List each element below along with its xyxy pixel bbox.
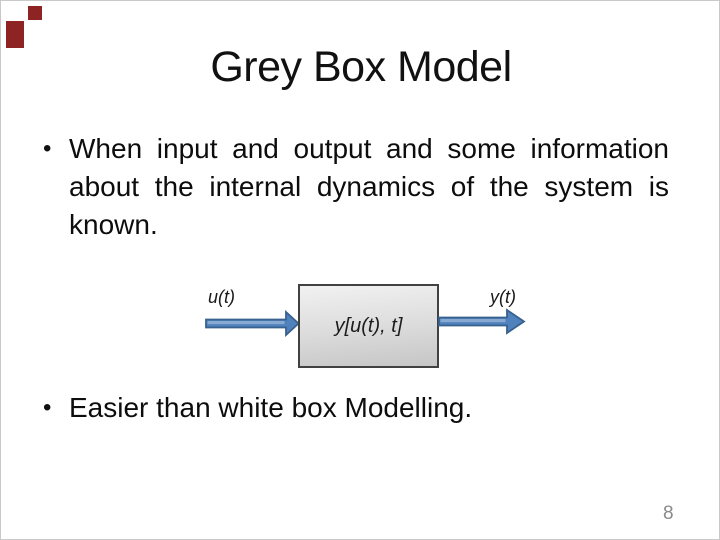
process-box: y[u(t), t] bbox=[298, 284, 439, 368]
bullet-text-1: When input and output and some informati… bbox=[69, 130, 669, 244]
input-arrow-icon bbox=[205, 310, 300, 337]
bullet2-line: Easier than white box Modelling. bbox=[69, 392, 473, 423]
bullet-text-2: Easier than white box Modelling. bbox=[69, 389, 669, 427]
output-signal-label: y(t) bbox=[490, 287, 516, 307]
bullet1-line-2: about the internal dynamics of the syste… bbox=[69, 171, 669, 202]
corner-accent-large bbox=[6, 21, 24, 48]
bullet-item-1: • When input and output and some informa… bbox=[43, 130, 669, 244]
slide-title: Grey Box Model bbox=[210, 43, 512, 91]
input-signal-label: u(t) bbox=[208, 287, 235, 307]
corner-accent-small bbox=[28, 6, 42, 20]
output-arrow-icon bbox=[438, 308, 526, 335]
process-box-label: y[u(t), t] bbox=[334, 314, 403, 337]
page-number: 8 bbox=[663, 503, 674, 524]
bullet1-line-3: known. bbox=[69, 209, 158, 240]
bullet-marker: • bbox=[43, 394, 52, 421]
bullet-item-2: • Easier than white box Modelling. bbox=[43, 389, 669, 427]
bullet-marker: • bbox=[43, 135, 52, 162]
bullet1-line-1: When input and output and some informati… bbox=[69, 133, 669, 164]
